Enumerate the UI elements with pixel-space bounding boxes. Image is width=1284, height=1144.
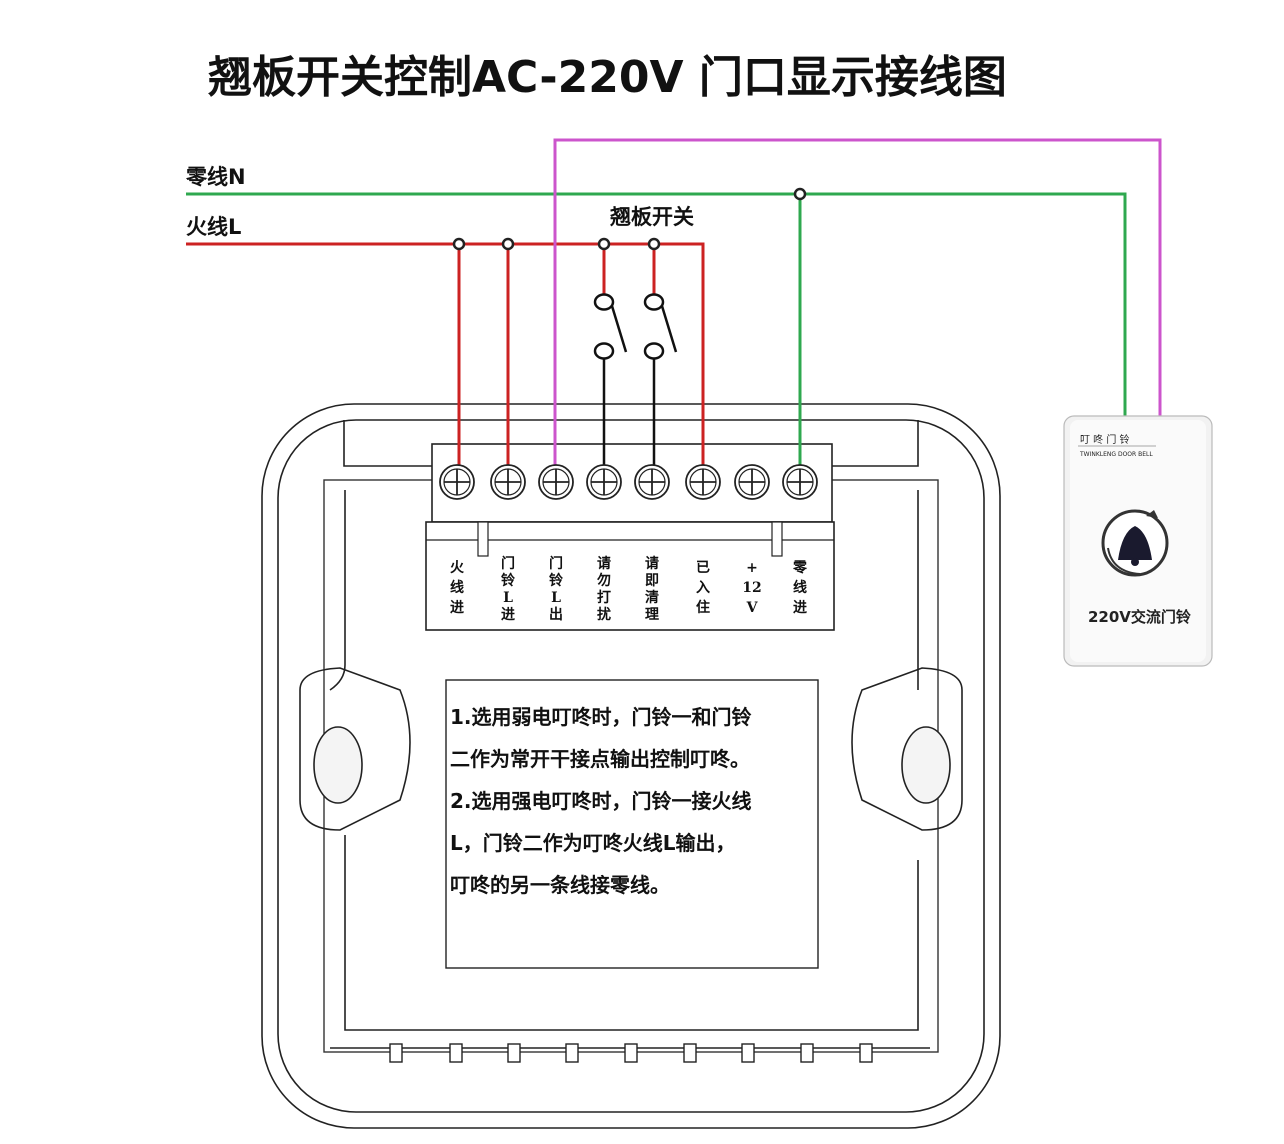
terminal-label-char: 扰 [597, 606, 611, 623]
terminal-label-char: 请 [597, 555, 611, 572]
terminal-label-char: L [503, 590, 513, 606]
note-line: 2.选用强电叮咚时，门铃一接火线 [450, 789, 752, 813]
terminal-label-char: + [746, 560, 758, 576]
live-junctions [452, 237, 661, 251]
note-box [445, 679, 819, 969]
doorbell-brand-en: TWINKLENG DOOR BELL [1079, 451, 1153, 458]
terminal-label-char: 住 [696, 599, 710, 616]
mounting-hole-left [313, 726, 363, 804]
screw-terminal-doorbell-l-in [490, 464, 526, 500]
terminal-label-char: 零 [792, 559, 808, 576]
terminal-label-char: 线 [793, 579, 807, 596]
doorbell-brand-cn: 叮 咚 门 铃 [1080, 433, 1130, 446]
doorbell-label: 220V交流门铃 [1088, 608, 1192, 626]
terminal-label-char: 出 [549, 606, 563, 623]
neutral-label: 零线N [185, 165, 246, 189]
wiring-notes: 1.选用弱电叮咚时，门铃一和门铃二作为常开干接点输出控制叮咚。 2.选用强电叮咚时… [450, 696, 818, 906]
diagram-title: 翘板开关控制AC-220V 门口显示接线图 [207, 52, 1007, 103]
screw-terminal-live-in [439, 464, 475, 500]
terminal-label-char: 理 [645, 607, 659, 623]
screw-terminal-make-up-room [634, 464, 670, 500]
terminal-label-char: 门 [549, 555, 563, 572]
terminal-block [425, 443, 835, 631]
neutral-junction [793, 187, 807, 201]
mounting-hole-right [901, 726, 951, 804]
rocker-switch-2 [643, 293, 678, 468]
terminal-label-char: L [551, 590, 561, 606]
terminal-label-char: V [746, 600, 759, 616]
terminal-label-live-in: 火线进 [450, 560, 465, 616]
terminal-label-char: 火 [450, 560, 465, 576]
screw-terminal-plus-12v [734, 464, 770, 500]
terminal-label-char: 进 [501, 607, 515, 623]
live-label: 火线L [186, 215, 241, 239]
note-line: 二作为常开干接点输出控制叮咚。 [450, 747, 750, 771]
note-line: 1.选用弱电叮咚时，门铃一和门铃 [450, 705, 752, 729]
terminal-label-char: 清 [645, 589, 659, 606]
doorbell-wire [553, 138, 1162, 468]
terminal-label-char: 勿 [596, 572, 611, 589]
terminal-label-char: 线 [450, 579, 464, 596]
terminal-label-neutral-in: 零线进 [792, 559, 808, 616]
terminal-label-occupied: 已入住 [696, 560, 710, 616]
terminal-label-char: 已 [696, 560, 710, 576]
terminal-label-char: 请 [645, 555, 659, 572]
doorbell-unit: 叮 咚 门 铃 TWINKLENG DOOR BELL 220V交流门铃 [1063, 415, 1213, 667]
rocker-switch-1 [593, 293, 628, 468]
panel-bottom-clips [330, 1043, 930, 1063]
live-wire [186, 242, 705, 468]
screw-terminals [439, 464, 818, 500]
note-line: 叮咚的另一条线接零线。 [450, 873, 670, 897]
terminal-label-char: 铃 [549, 572, 563, 589]
terminal-label-char: 即 [645, 573, 659, 589]
terminal-label-char: 打 [597, 589, 611, 606]
note-line: L，门铃二作为叮咚火线L输出， [450, 831, 736, 855]
terminal-label-char: 门 [501, 555, 515, 572]
rocker-switch-label: 翘板开关 [609, 205, 694, 229]
terminal-label-char: 进 [793, 600, 807, 616]
screw-terminal-occupied [685, 464, 721, 500]
terminal-label-char: 铃 [501, 572, 515, 589]
terminal-label-char: 入 [696, 580, 710, 596]
screw-terminal-do-not-disturb [586, 464, 622, 500]
bell-icon [1101, 509, 1169, 577]
screw-terminal-neutral-in [782, 464, 818, 500]
terminal-label-char: 12 [742, 580, 761, 596]
terminal-label-char: 进 [450, 600, 464, 616]
terminal-label-plus-12v: +12V [742, 560, 761, 616]
screw-terminal-doorbell-l-out [538, 464, 574, 500]
neutral-wire [186, 192, 1127, 468]
